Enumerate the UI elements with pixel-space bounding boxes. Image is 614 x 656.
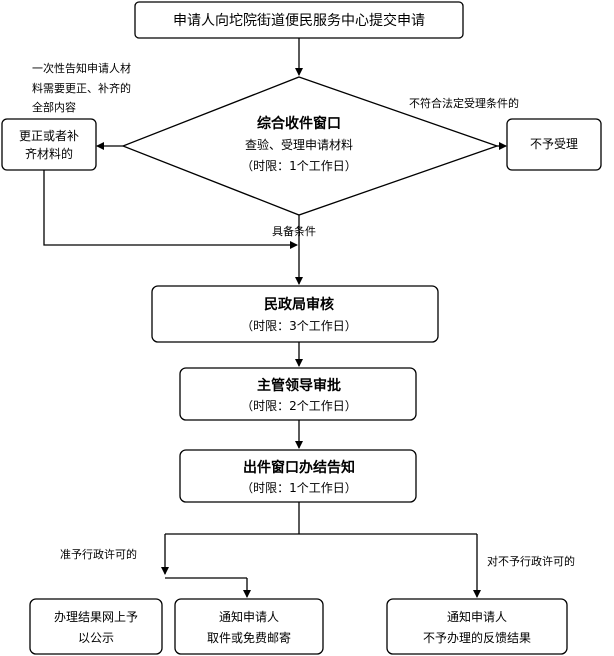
left-note-line1: 一次性告知申请人材 [32, 61, 131, 75]
decision-line2: （时限：1个工作日） [241, 159, 357, 173]
approval-time: （时限：2个工作日） [241, 399, 357, 413]
notify-pickup-line1: 通知申请人 [219, 610, 279, 624]
review-title: 民政局审核 [264, 296, 334, 313]
supplement-line2: 齐材料的 [25, 146, 73, 161]
leader-approval-box: 主管领导审批 （时限：2个工作日） [179, 367, 417, 421]
decision-line1: 查验、受理申请材料 [245, 137, 353, 152]
issue-window-box: 出件窗口办结告知 （时限：1个工作日） [179, 449, 417, 503]
branch-right-label: 对不予行政许可的 [487, 554, 575, 568]
right-note: 不符合法定受理条件的 [409, 96, 519, 110]
supplement-return-line [43, 170, 298, 249]
supplement-materials-box: 更正或者补 齐材料的 [1, 118, 97, 171]
civil-affairs-review-box: 民政局审核 （时限：3个工作日） [151, 285, 439, 343]
review-time: （时限：3个工作日） [241, 319, 357, 333]
approval-title: 主管领导审批 [257, 377, 341, 394]
condition-label: 具备条件 [272, 224, 316, 238]
left-note-line2: 料需要更正、补齐的 [32, 81, 131, 95]
notify-rejection-line2: 不予办理的反馈结果 [423, 630, 531, 645]
notify-pickup-line2: 取件或免费邮寄 [207, 630, 291, 645]
notify-pickup-box: 通知申请人 取件或免费邮寄 [174, 598, 324, 655]
submit-application-text: 申请人向坨院街道便民服务中心提交申请 [173, 12, 425, 29]
issue-title: 出件窗口办结告知 [243, 459, 355, 476]
left-note-line3: 全部内容 [32, 100, 76, 114]
publicize-line2: 以公示 [78, 631, 114, 645]
decision-title: 综合收件窗口 [257, 115, 341, 132]
not-accepted-box: 不予受理 [506, 118, 602, 171]
submit-application-box: 申请人向坨院街道便民服务中心提交申请 [134, 1, 464, 39]
branch-left-label: 准予行政许可的 [60, 547, 137, 561]
publicize-result-box: 办理结果网上予 以公示 [29, 598, 163, 655]
notify-rejection-box: 通知申请人 不予办理的反馈结果 [386, 598, 568, 655]
notify-rejection-line1: 通知申请人 [447, 610, 507, 624]
publicize-line1: 办理结果网上予 [54, 609, 138, 624]
issue-time: （时限：1个工作日） [241, 481, 357, 495]
supplement-line1: 更正或者补 [19, 129, 79, 143]
not-accepted-text: 不予受理 [530, 137, 578, 151]
